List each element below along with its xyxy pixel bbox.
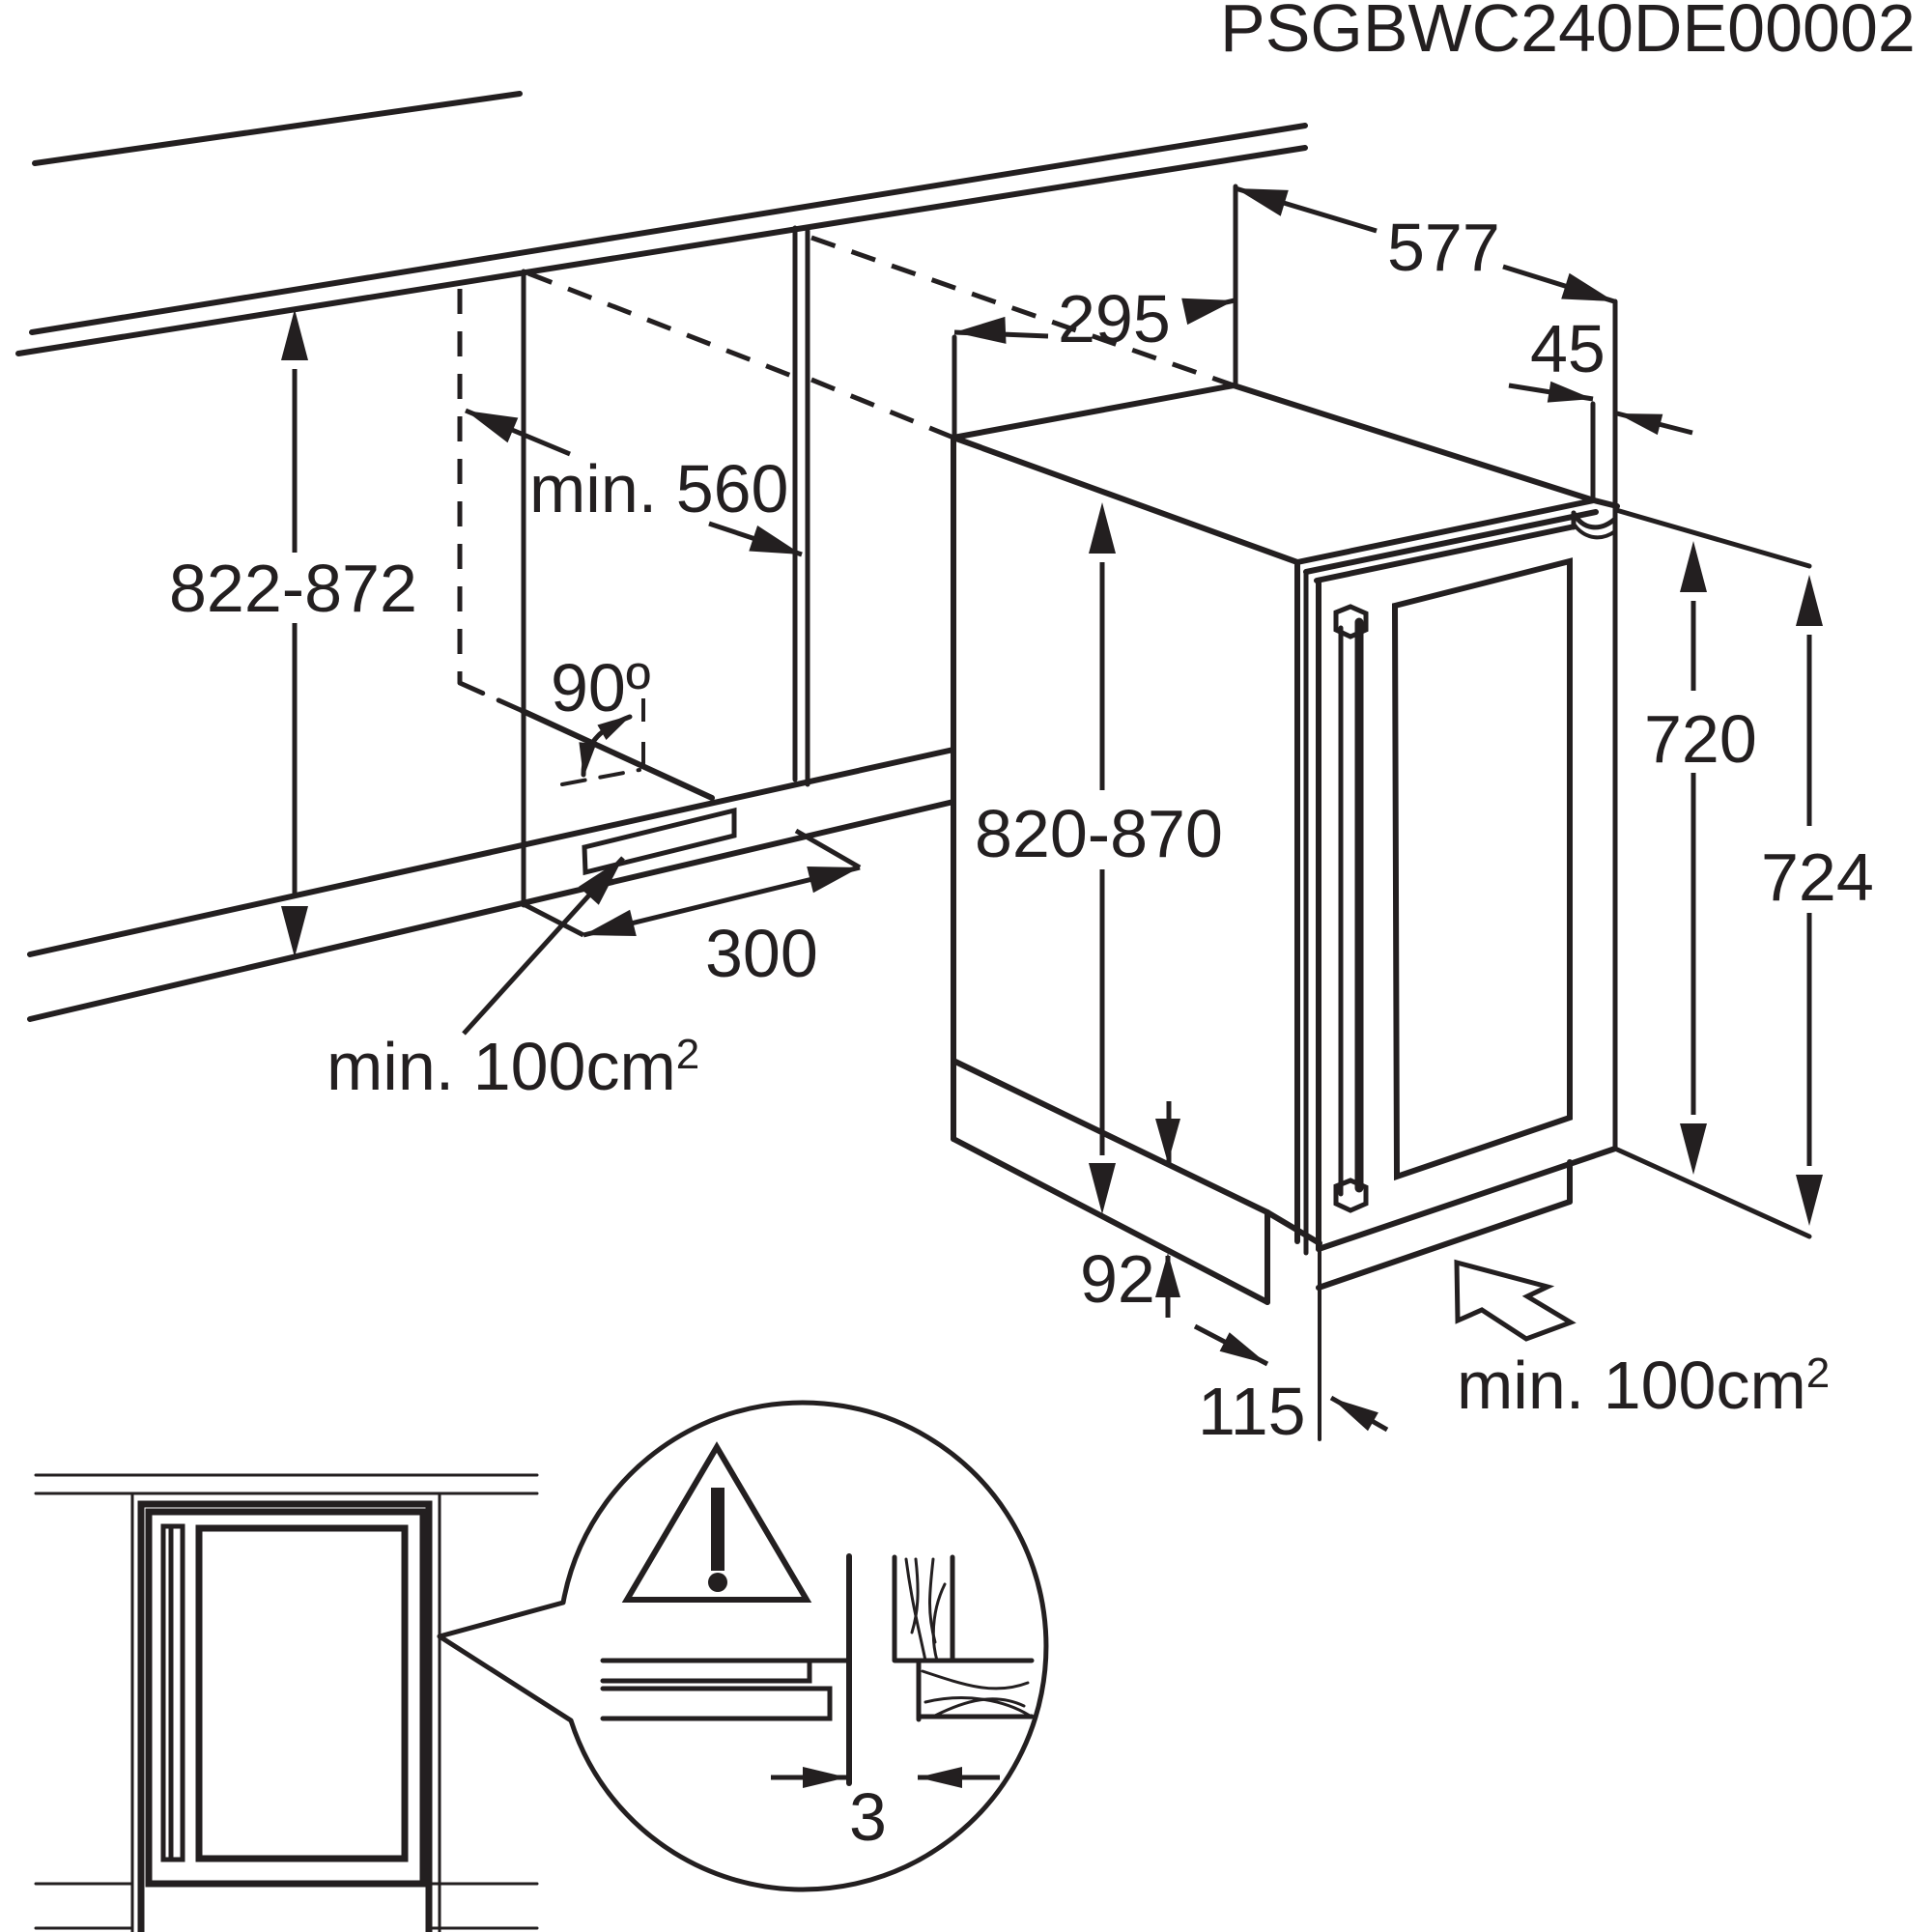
svg-text:3: 3	[849, 1779, 887, 1855]
svg-text:295: 295	[1058, 281, 1171, 356]
svg-text:PSGBWC240DE00002: PSGBWC240DE00002	[1220, 0, 1916, 66]
svg-text:min. 100cm2: min. 100cm2	[327, 1029, 699, 1104]
svg-text:300: 300	[705, 916, 818, 991]
svg-text:820-870: 820-870	[975, 796, 1223, 871]
svg-text:min. 560: min. 560	[529, 451, 788, 526]
svg-text:720: 720	[1644, 701, 1757, 777]
svg-text:92: 92	[1080, 1241, 1155, 1317]
svg-text:45: 45	[1530, 311, 1605, 386]
svg-text:577: 577	[1387, 210, 1500, 285]
svg-text:724: 724	[1761, 839, 1874, 915]
svg-text:115: 115	[1198, 1374, 1306, 1449]
svg-text:min. 100cm2: min. 100cm2	[1457, 1348, 1830, 1423]
svg-text:90º: 90º	[551, 650, 650, 725]
svg-text:822-872: 822-872	[169, 551, 417, 626]
